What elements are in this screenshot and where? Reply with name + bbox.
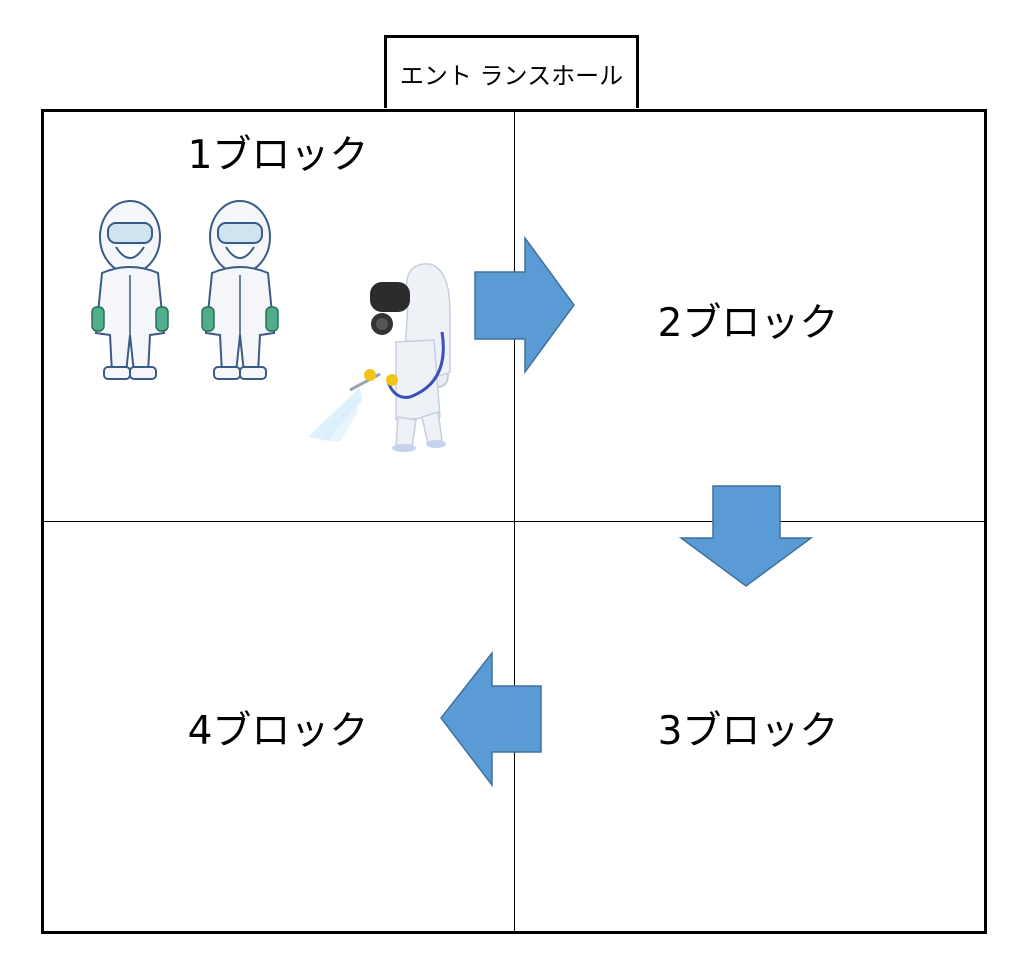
- divider-horizontal: [41, 521, 987, 522]
- worker-in-protective-suit-icon: [201, 200, 279, 380]
- block-4-label: 4ブロック: [187, 709, 369, 754]
- disinfection-sprayer-worker-icon: [308, 263, 451, 452]
- entrance-hall-label: エント ランスホール: [384, 35, 639, 108]
- block-1-label: 1ブロック: [187, 133, 369, 178]
- worker-in-protective-suit-icon: [91, 200, 169, 380]
- arrow-right-icon: [474, 235, 575, 375]
- arrow-left-icon: [440, 650, 542, 788]
- arrow-down-icon: [678, 485, 814, 587]
- block-2-label: 2ブロック: [657, 301, 839, 346]
- block-3-label: 3ブロック: [657, 709, 839, 754]
